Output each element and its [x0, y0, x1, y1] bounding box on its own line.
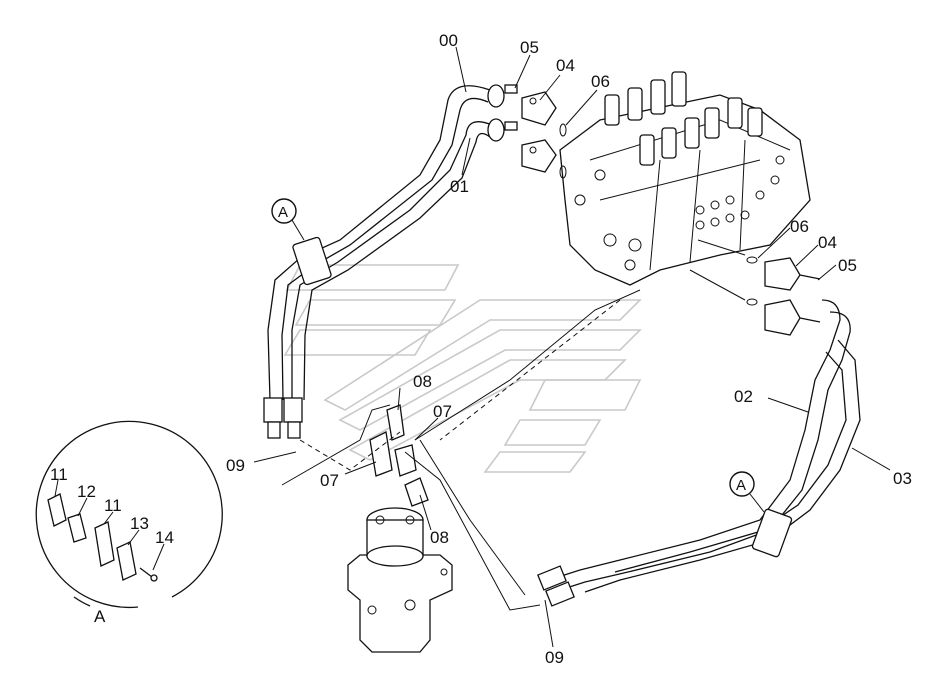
label-08-bottom: 08: [430, 528, 449, 547]
label-07-left: 07: [320, 471, 339, 490]
hose-end-fittings-right: [537, 565, 575, 607]
label-09-left: 09: [226, 456, 245, 475]
label-14: 14: [155, 528, 174, 547]
label-05-top: 05: [520, 38, 539, 57]
label-09-bottom: 09: [545, 648, 564, 667]
svg-text:A: A: [278, 204, 288, 221]
label-04-right: 04: [818, 233, 837, 252]
elbow-fittings: [369, 404, 429, 507]
label-04-top: 04: [556, 56, 575, 75]
leader-lines: [253, 46, 891, 648]
label-06-top: 06: [591, 72, 610, 91]
label-06-right: 06: [790, 217, 809, 236]
svg-text:A: A: [736, 477, 746, 494]
split-flange-right: [764, 257, 801, 336]
callout-a-top: A: [271, 198, 305, 241]
o-ring-top: [559, 123, 567, 137]
label-00: 00: [439, 31, 458, 50]
watermark-logo: [283, 264, 642, 473]
hose-03: [584, 339, 861, 593]
hose-clamp-top: [292, 236, 332, 286]
bolt-05-right: [799, 274, 821, 323]
flange-pipes-top: [487, 84, 518, 142]
label-02: 02: [734, 387, 753, 406]
hose-clamp-right: [751, 508, 793, 558]
o-ring-top-2: [559, 165, 567, 179]
split-flange-top: [521, 91, 557, 173]
swing-motor: [347, 507, 453, 653]
control-valve: [559, 71, 811, 286]
label-11-a: 11: [50, 465, 68, 484]
detail-view-a: A 11 12 11 13 14: [35, 420, 223, 626]
label-11-b: 11: [104, 496, 122, 515]
label-05-right: 05: [838, 256, 857, 275]
hose-end-fittings-left: [263, 397, 303, 439]
pipe-routing-lines: [281, 239, 746, 611]
part-labels: 00 01 05 04 06 06 04 05 02 03 08 07 09 0…: [226, 31, 912, 667]
label-01: 01: [450, 177, 469, 196]
hose-02: [554, 299, 851, 591]
label-08-top: 08: [413, 372, 432, 391]
label-03: 03: [893, 469, 912, 488]
o-ring-right-2: [746, 298, 758, 306]
o-ring-right: [746, 256, 758, 264]
callout-a-right: A: [729, 471, 765, 513]
label-13: 13: [130, 514, 149, 533]
detail-a-label: A: [94, 607, 106, 626]
label-12: 12: [77, 482, 96, 501]
label-07-right: 07: [433, 402, 452, 421]
